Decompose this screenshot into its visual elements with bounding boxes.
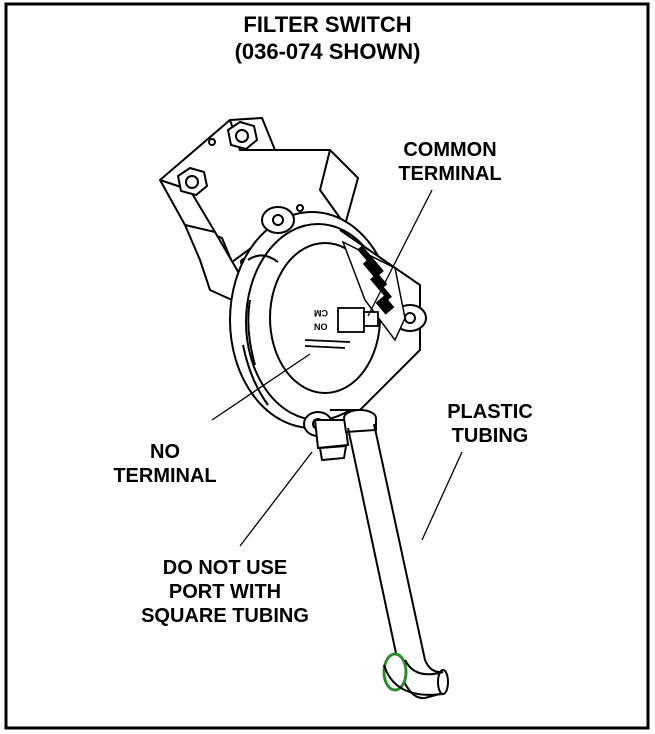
callout-text: TERMINAL	[398, 163, 502, 185]
callout-no-terminal: NO TERMINAL	[95, 440, 235, 488]
diagram-title: FILTER SWITCH (036-074 SHOWN)	[0, 11, 655, 65]
switch-label-plate	[341, 240, 406, 342]
terminal-marking-com: CM	[314, 308, 328, 318]
square-port	[313, 419, 350, 462]
tubing-end	[382, 652, 408, 692]
leader-lines	[211, 189, 463, 547]
callout-text: COMMON	[403, 139, 497, 161]
leader-no-terminal	[211, 353, 311, 421]
title-line-1: FILTER SWITCH	[243, 12, 412, 37]
hex-nut-icon	[176, 166, 209, 197]
callout-text: TERMINAL	[113, 465, 217, 487]
leader-common-terminal	[367, 189, 433, 317]
switch-housing	[229, 206, 427, 437]
callout-text: TUBING	[451, 425, 529, 447]
round-port	[343, 409, 377, 434]
callout-text: NO	[150, 441, 180, 463]
terminal-block	[304, 307, 379, 349]
leader-plastic-tubing	[421, 451, 463, 541]
callout-common-terminal: COMMON TERMINAL	[355, 138, 545, 186]
diagram-border	[4, 2, 650, 730]
callout-text: DO NOT USE	[162, 557, 288, 579]
callout-text: PLASTIC	[447, 401, 533, 423]
callout-text: SQUARE TUBING	[141, 605, 309, 627]
terminal-marking-no: NO	[314, 322, 328, 332]
callout-do-not-use-port: DO NOT USE PORT WITH SQUARE TUBING	[100, 556, 350, 628]
hex-nut-icon	[226, 120, 259, 151]
callout-plastic-tubing: PLASTIC TUBING	[395, 400, 585, 448]
title-line-2: (036-074 SHOWN)	[234, 39, 421, 64]
callout-text: PORT WITH	[168, 581, 282, 603]
tubing-elbow	[383, 659, 444, 696]
leader-do-not-use	[239, 451, 313, 547]
